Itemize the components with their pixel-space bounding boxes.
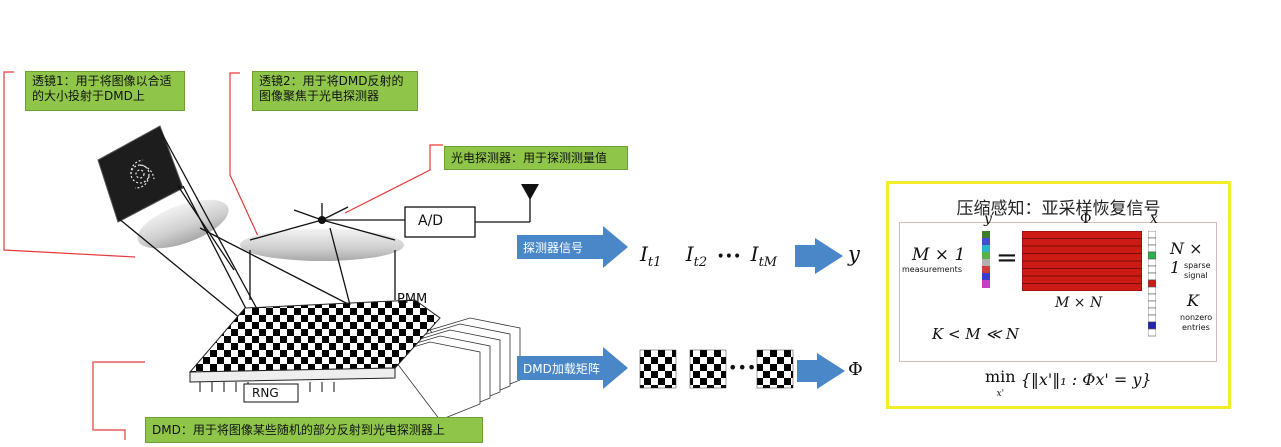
ad-label: A/D [418, 213, 444, 229]
source-image [97, 125, 184, 223]
pattern-dots: ••• [728, 358, 757, 377]
cs-m-by-1: M × 1 [912, 245, 966, 265]
cs-equals: = [996, 243, 1018, 273]
lens1-shape [137, 199, 229, 249]
phi-matrix [1022, 231, 1142, 291]
cs-panel: 压缩感知：亚采样恢复信号 M × 1 measurements y = Φ [886, 181, 1231, 409]
callout-dmd: DMD：用于将图像某些随机的部分反射到光电探测器上 [145, 417, 483, 443]
leader-lines [3, 71, 443, 440]
dmd-array [188, 299, 521, 421]
cs-n-by-1: N × 1 [1170, 239, 1203, 277]
rng-label: RNG [252, 386, 279, 400]
arrow-detector-signal [517, 226, 628, 268]
cs-measurements-label: measurements [902, 265, 962, 274]
y-symbol: y [848, 242, 860, 266]
pattern-tiles [639, 349, 794, 389]
cs-k-label: K [1187, 291, 1199, 310]
arrow-to-phi [797, 353, 845, 389]
pmm-label: PMM [397, 292, 428, 307]
cs-m-by-n: M × N [1055, 295, 1103, 311]
cs-sparse-label: sparse [1184, 261, 1211, 270]
cs-phi-label: Φ [1080, 211, 1092, 227]
label-detector-signal: 探测器信号 [523, 240, 584, 255]
callout-detector: 光电探测器：用于探测测量值 [444, 146, 628, 170]
cs-inequality: K < M ≪ N [932, 325, 1020, 343]
ad-box [404, 206, 476, 238]
leader-lens1 [3, 71, 136, 258]
cs-title: 压缩感知：亚采样恢复信号 [956, 199, 1161, 219]
callout-lens2: 透镜2：用于将DMD反射的图像聚焦于光电探测器 [252, 71, 418, 111]
leader-lens2 [229, 72, 259, 237]
label-dmd-matrix: DMD加载矩阵 [523, 361, 600, 376]
cs-x-label: x [1150, 211, 1158, 227]
callout-lens1: 透镜1：用于将图像以合适的大小投射于DMD上 [25, 71, 185, 111]
cs-nonzero-label: nonzero [1180, 313, 1213, 322]
arrow-dmd-matrix [517, 347, 628, 389]
y-vector [982, 231, 990, 288]
leader-dmd [92, 361, 145, 440]
cs-y-label: y [984, 211, 992, 227]
cs-equation-box: M × 1 measurements y = Φ M × N [899, 211, 1217, 362]
lens2-shape [240, 229, 404, 261]
cs-entries-label: entries [1182, 323, 1210, 332]
x-vector [1148, 231, 1156, 337]
cs-signal-label: signal [1184, 271, 1208, 280]
antenna-icon [521, 184, 539, 200]
phi-symbol: Φ [848, 359, 863, 380]
light-rays [117, 129, 396, 341]
arrow-to-y [795, 238, 843, 274]
leader-detector [344, 144, 443, 214]
measurement-sequence: It1 It2 ••• ItM [640, 242, 778, 270]
cs-formula: min x' {‖x'‖₁ : Φx' = y} [985, 367, 1152, 400]
